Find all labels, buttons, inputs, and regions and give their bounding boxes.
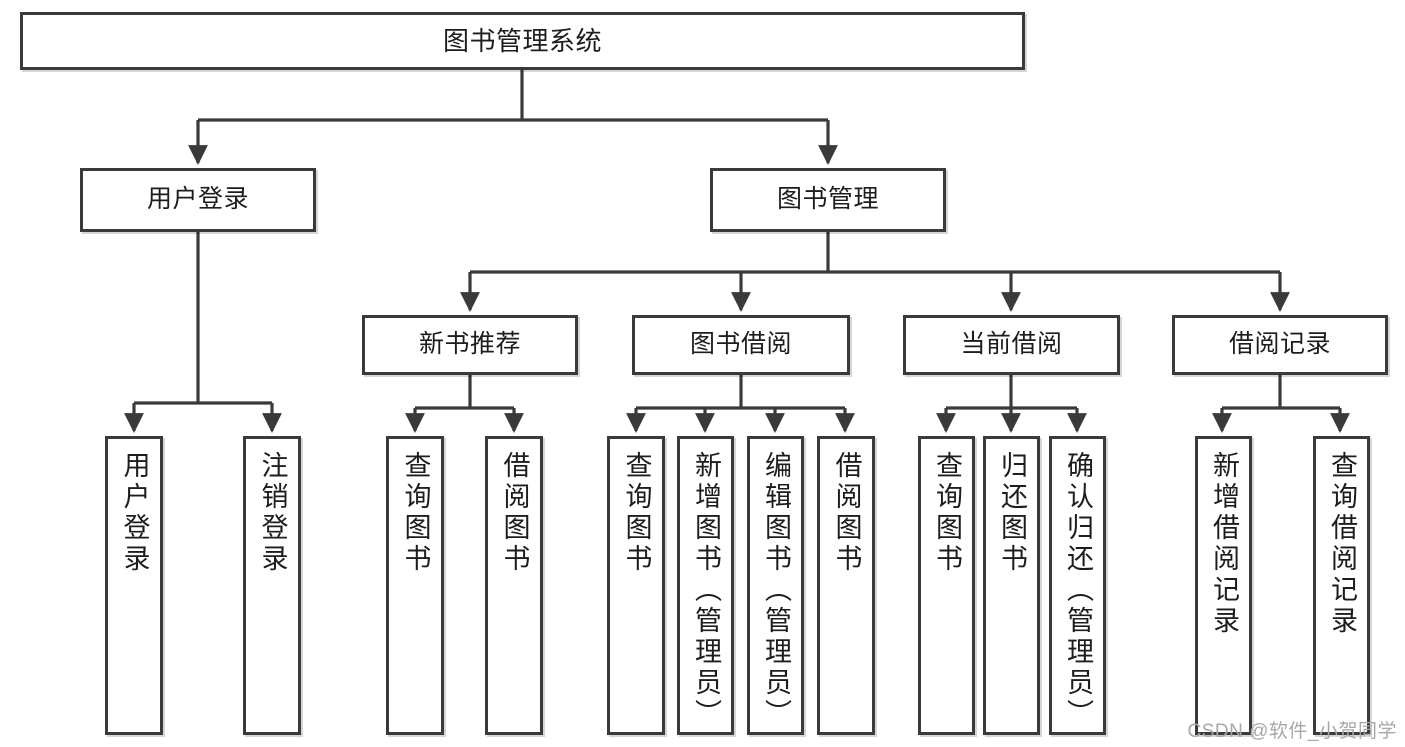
node-label: 新增图书（管理员） [691, 451, 721, 730]
node-borrow-record[interactable]: 借阅记录 [1172, 315, 1388, 375]
node-label: 查询图书 [932, 451, 962, 575]
node-leaf-book-borrow-query[interactable]: 查询图书 [607, 436, 665, 735]
node-book-borrow[interactable]: 图书借阅 [632, 315, 850, 375]
node-leaf-user-login-signin[interactable]: 用户登录 [105, 436, 163, 735]
node-leaf-book-borrow-borrow[interactable]: 借阅图书 [817, 436, 875, 735]
node-label: 图书管理系统 [442, 25, 602, 56]
node-leaf-user-login-signout[interactable]: 注销登录 [243, 436, 301, 735]
node-label: 注销登录 [257, 451, 288, 575]
node-label: 借阅图书 [831, 451, 862, 575]
node-label: 图书借阅 [689, 330, 792, 359]
node-label: 新书推荐 [418, 330, 521, 359]
node-label: 借阅记录 [1228, 330, 1331, 359]
node-label: 借阅图书 [499, 451, 530, 575]
node-label: 图书管理 [776, 185, 879, 214]
node-leaf-book-borrow-add[interactable]: 新增图书（管理员） [677, 436, 734, 735]
node-label: 当前借阅 [960, 330, 1063, 359]
node-book-management[interactable]: 图书管理 [710, 168, 946, 232]
node-label: 归还图书 [997, 451, 1027, 575]
node-current-borrow[interactable]: 当前借阅 [903, 315, 1120, 375]
node-label: 查询借阅记录 [1327, 451, 1357, 637]
node-leaf-borrow-record-add[interactable]: 新增借阅记录 [1195, 436, 1252, 735]
node-leaf-new-book-query[interactable]: 查询图书 [386, 436, 444, 735]
node-label: 查询图书 [621, 451, 652, 575]
node-label: 用户登录 [146, 185, 249, 214]
node-leaf-current-borrow-confirm[interactable]: 确认归还（管理员） [1049, 436, 1106, 735]
node-root-book-management-system[interactable]: 图书管理系统 [20, 12, 1025, 70]
node-label: 确认归还（管理员） [1063, 451, 1093, 730]
node-leaf-book-borrow-edit[interactable]: 编辑图书（管理员） [747, 436, 804, 735]
node-label: 编辑图书（管理员） [761, 451, 791, 730]
watermark: CSDN @软件_小贺同学 [1187, 721, 1397, 742]
node-leaf-current-borrow-return[interactable]: 归还图书 [983, 436, 1040, 735]
node-user-login[interactable]: 用户登录 [80, 168, 316, 232]
node-label: 用户登录 [119, 451, 150, 575]
node-leaf-borrow-record-query[interactable]: 查询借阅记录 [1313, 436, 1370, 735]
node-new-book-recommend[interactable]: 新书推荐 [362, 315, 578, 375]
node-leaf-current-borrow-query[interactable]: 查询图书 [918, 436, 975, 735]
node-label: 查询图书 [400, 451, 431, 575]
node-leaf-new-book-borrow[interactable]: 借阅图书 [485, 436, 543, 735]
node-label: 新增借阅记录 [1209, 451, 1239, 637]
